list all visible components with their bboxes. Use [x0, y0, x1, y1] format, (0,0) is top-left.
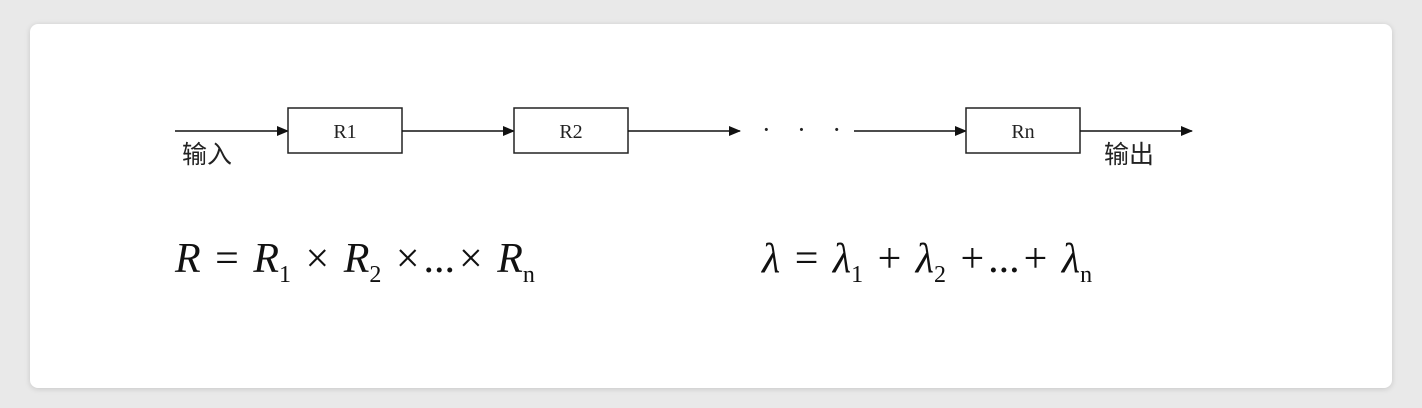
- formula-r-term-2: R: [343, 236, 370, 282]
- formula-l-op-1: +: [877, 236, 902, 282]
- formula-r-op-1: ×: [305, 236, 330, 282]
- formula-l-lhs: λ: [762, 236, 781, 282]
- block-r1-label: R1: [333, 121, 356, 143]
- block-r2: [513, 107, 629, 154]
- formula-l-term-1: λ: [832, 236, 852, 282]
- reliability-formula: R = R1 × R2 ×...× Rn: [175, 238, 535, 287]
- formula-r-sub-n: n: [522, 262, 535, 288]
- ellipsis-label: · · ·: [762, 115, 851, 144]
- formula-r-equals: =: [215, 236, 239, 282]
- formula-l-sub-n: n: [1080, 262, 1093, 288]
- formula-l-op-2: +: [960, 236, 985, 282]
- formula-r-ellipsis: ...: [423, 236, 456, 282]
- formula-r-sub-1: 1: [279, 262, 291, 288]
- formula-l-sub-1: 1: [851, 262, 864, 288]
- formula-r-lhs: R: [175, 236, 201, 282]
- formula-r-term-1: R: [253, 236, 279, 282]
- formula-r-term-n: R: [497, 236, 523, 282]
- formula-r-op-3: ×: [459, 236, 483, 282]
- formula-l-sub-2: 2: [933, 262, 946, 288]
- block-rn-label: Rn: [1011, 121, 1034, 143]
- formula-l-equals: =: [794, 236, 819, 282]
- failure-rate-formula: λ = λ1 + λ2 +...+ λn: [762, 238, 1092, 287]
- formula-r-sub-2: 2: [369, 262, 382, 288]
- diagram-card: [30, 24, 1392, 388]
- formula-l-term-n: λ: [1061, 236, 1081, 282]
- block-r2-label: R2: [559, 121, 582, 143]
- formula-r-op-2: ×: [395, 236, 420, 282]
- formula-l-term-2: λ: [915, 236, 934, 282]
- input-label: 输入: [182, 140, 232, 169]
- output-label: 输出: [1104, 140, 1154, 169]
- block-rn: [965, 107, 1081, 154]
- block-r1: [287, 107, 403, 154]
- formula-l-op-3: +: [1023, 236, 1048, 282]
- formula-l-ellipsis: ...: [988, 236, 1020, 282]
